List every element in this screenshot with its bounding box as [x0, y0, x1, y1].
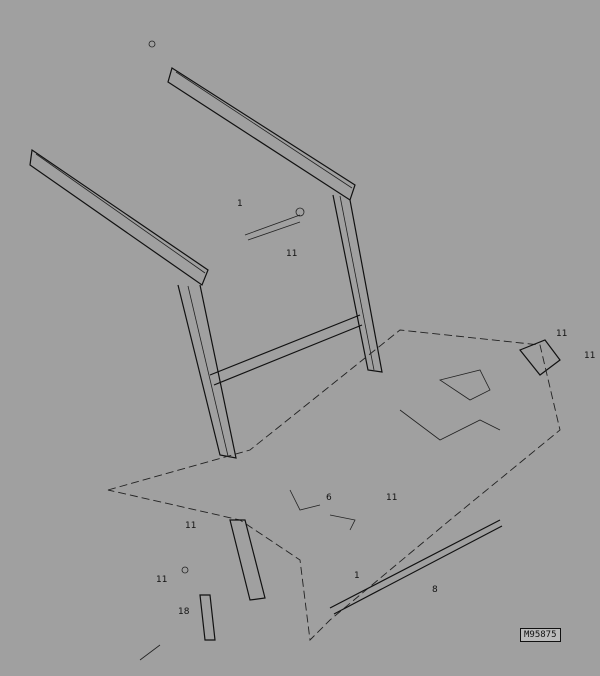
callout-label: 11: [584, 351, 595, 361]
callout-label: 6: [326, 493, 332, 503]
callout-label: 11: [556, 329, 567, 339]
platform-outline: [107, 329, 561, 641]
hardware-parts: [139, 40, 561, 661]
rod: [329, 519, 503, 615]
figure-code: M95875: [520, 628, 561, 642]
callout-label: 1: [354, 571, 360, 581]
callout-label: 18: [178, 607, 190, 617]
callout-label: 8: [432, 585, 438, 595]
rear-frame: [167, 67, 383, 373]
callout-label: 11: [185, 521, 196, 531]
front-frame: [29, 148, 237, 459]
callout-label: 11: [386, 493, 397, 503]
cross-tube: [209, 314, 363, 386]
callout-label: 1: [237, 199, 243, 209]
callout-label: 11: [156, 575, 167, 585]
callout-label: 11: [286, 249, 297, 259]
